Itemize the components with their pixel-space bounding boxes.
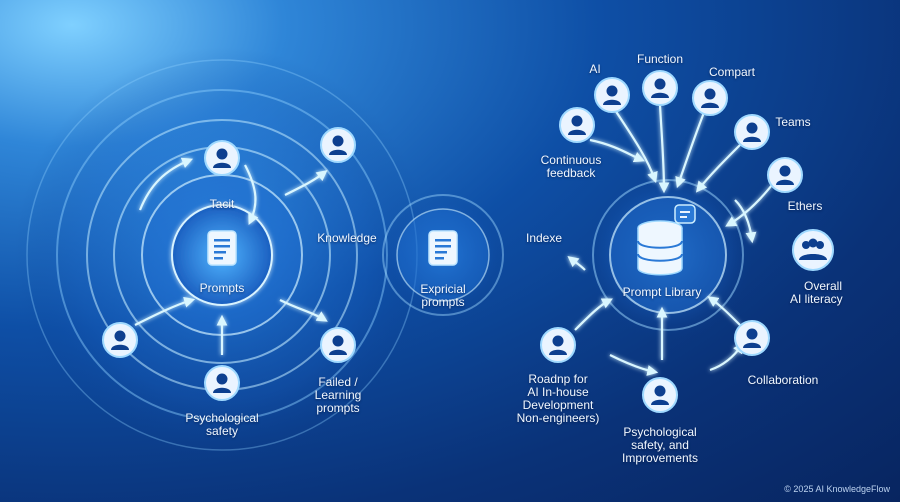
prompts-doc-icon: [207, 230, 237, 266]
left-cycle-arrows: [134, 157, 328, 355]
explicit-prompts-doc-icon: [428, 230, 458, 266]
overall-literacy-label: Overall AI literacy: [790, 279, 843, 306]
person-collaboration-icon: [734, 320, 770, 356]
person-teams-icon: [734, 114, 770, 150]
teams-label: Teams: [775, 115, 811, 129]
failed-prompts-label: Failed / Learning prompts: [314, 375, 362, 415]
tacit-label: Tacit: [209, 197, 235, 211]
person-roadmap-icon: [540, 327, 576, 363]
prompt-library-label: Prompt Library: [622, 285, 702, 299]
person-psych-safety-icon: [642, 377, 678, 413]
continuous-feedback-label: Continuous feedback: [540, 153, 602, 180]
person-safety-icon: [204, 365, 240, 401]
ai-label: AI: [589, 62, 601, 76]
copyright-footer: © 2025 AI KnowledgeFlow: [784, 484, 890, 494]
person-continuous-icon: [559, 107, 595, 143]
person-function-icon: [642, 70, 678, 106]
person-failed-icon: [320, 327, 356, 363]
person-top-right-icon: [320, 127, 356, 163]
person-compart-icon: [692, 80, 728, 116]
person-ai-icon: [594, 77, 630, 113]
person-ethers-icon: [767, 157, 803, 193]
explicit-prompts-label: Expricial prompts: [420, 282, 466, 309]
chat-bubble-icon: [674, 204, 696, 224]
index-label: Indexe: [525, 231, 563, 245]
prompts-label: Prompts: [199, 281, 245, 295]
database-icon: [637, 220, 683, 276]
function-label: Function: [636, 52, 684, 66]
psych-safety-label: Psychological safety: [185, 411, 259, 438]
psych-safety-improvements-label: Psychological safety, and Improvements: [621, 425, 699, 465]
compart-label: Compart: [708, 65, 755, 79]
knowledge-label: Knowledge: [317, 231, 377, 245]
person-left-icon: [102, 322, 138, 358]
person-tacit-icon: [204, 140, 240, 176]
ethers-label: Ethers: [787, 199, 823, 213]
group-icon: [792, 229, 834, 271]
collaboration-label: Collaboration: [747, 373, 819, 387]
roadmap-label: Roadnp for AI In-house Development Non-e…: [516, 372, 600, 425]
